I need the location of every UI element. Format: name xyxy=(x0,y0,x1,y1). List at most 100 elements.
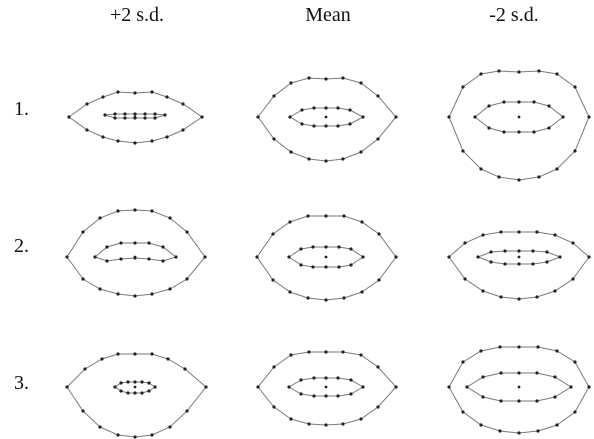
outer-landmark-point xyxy=(181,102,185,106)
inner-landmark-point xyxy=(336,394,340,398)
lip-shape-row1-mean xyxy=(256,76,398,163)
inner-landmark-point xyxy=(532,130,536,134)
outer-landmark-point xyxy=(324,214,328,218)
inner-landmark-point xyxy=(465,385,469,389)
inner-landmark-point xyxy=(487,104,491,108)
outer-landmark-point xyxy=(98,287,102,291)
outer-landmark-point xyxy=(81,277,85,281)
outer-landmark-point xyxy=(376,365,380,369)
outer-landmark-point xyxy=(377,278,381,282)
outer-landmark-point xyxy=(116,90,120,94)
lip-shape-row2-plus2sd xyxy=(65,208,207,298)
inner-landmark-point xyxy=(532,100,536,104)
inner-landmark-point xyxy=(299,263,303,267)
outer-landmark-point xyxy=(573,360,577,364)
inner-landmark-point xyxy=(113,112,117,116)
outer-landmark-point xyxy=(272,137,276,141)
inner-landmark-point xyxy=(119,257,123,261)
outer-landmark-point xyxy=(272,94,276,98)
outer-landmark-point xyxy=(461,149,465,153)
outer-landmark-point xyxy=(479,167,483,171)
column-label-mean: Mean xyxy=(305,4,351,26)
inner-landmark-point xyxy=(312,376,316,380)
outer-landmark-point xyxy=(289,150,293,154)
inner-landmark-point xyxy=(558,255,562,259)
inner-landmark-point xyxy=(517,262,521,266)
outer-landmark-point xyxy=(359,81,363,85)
outer-landmark-point xyxy=(183,367,187,371)
inner-landmark-point xyxy=(349,263,353,267)
outer-landmark-point xyxy=(116,139,120,143)
inner-landmark-point xyxy=(312,106,316,110)
outer-landmark-point xyxy=(288,290,292,294)
outer-landmark-point xyxy=(517,297,521,301)
inner-landmark-point xyxy=(287,385,291,389)
inner-landmark-point xyxy=(153,116,157,120)
inner-landmark-point xyxy=(361,255,365,259)
outer-landmark-point xyxy=(463,241,467,245)
lip-shape-row3-plus2sd xyxy=(65,352,208,439)
outer-landmark-point xyxy=(116,352,120,356)
outer-landmark-point xyxy=(341,422,345,426)
outer-landmark-point xyxy=(101,95,105,99)
outer-landmark-point xyxy=(67,115,71,119)
outer-landmark-point xyxy=(101,135,105,139)
inner-landmark-point xyxy=(336,124,340,128)
outer-landmark-point xyxy=(168,287,172,291)
outer-landmark-point xyxy=(571,277,575,281)
outer-landmark-point xyxy=(133,435,137,439)
outer-landmark-point xyxy=(185,409,189,413)
outer-landmark-point xyxy=(150,352,154,356)
outer-landmark-point xyxy=(133,294,137,298)
outer-landmark-point xyxy=(573,149,577,153)
inner-landmark-point xyxy=(489,250,493,254)
inner-landmark-point xyxy=(288,115,292,119)
inner-landmark-point xyxy=(336,106,340,110)
outer-landmark-point xyxy=(185,277,189,281)
outer-landmark-point xyxy=(81,409,85,413)
outer-lip-contour xyxy=(66,353,207,438)
outer-landmark-point xyxy=(517,345,521,349)
outer-landmark-point xyxy=(98,216,102,220)
inner-landmark-point xyxy=(324,106,328,110)
outer-landmark-point xyxy=(100,357,104,361)
inner-landmark-point xyxy=(324,265,328,269)
outer-landmark-point xyxy=(376,405,380,409)
outer-landmark-point xyxy=(288,220,292,224)
mouth-centre-point xyxy=(324,115,328,119)
inner-landmark-point xyxy=(312,394,316,398)
outer-landmark-point xyxy=(255,255,259,259)
outer-landmark-point xyxy=(536,429,540,433)
outer-landmark-point xyxy=(307,157,311,161)
outer-landmark-point xyxy=(517,230,521,234)
outer-landmark-point xyxy=(65,255,69,259)
mouth-centre-point xyxy=(324,385,328,389)
inner-landmark-point xyxy=(324,245,328,249)
inner-landmark-point xyxy=(481,375,485,379)
mouth-centre-point xyxy=(517,255,521,259)
outer-lip-contour xyxy=(66,209,206,297)
outer-lip-contour xyxy=(448,70,590,181)
inner-landmark-point xyxy=(126,380,130,384)
outer-landmark-point xyxy=(150,292,154,296)
inner-landmark-point xyxy=(299,247,303,251)
outer-landmark-point xyxy=(150,209,154,213)
outer-landmark-point xyxy=(133,91,137,95)
inner-landmark-point xyxy=(361,115,365,119)
inner-landmark-point xyxy=(473,115,477,119)
outer-landmark-point xyxy=(324,77,328,81)
outer-landmark-point xyxy=(555,349,559,353)
inner-landmark-point xyxy=(133,380,137,384)
inner-landmark-point xyxy=(499,399,503,403)
inner-landmark-point xyxy=(119,241,123,245)
outer-landmark-point xyxy=(307,422,311,426)
outer-landmark-point xyxy=(324,159,328,163)
mouth-centre-point xyxy=(517,385,521,389)
inner-landmark-point xyxy=(153,385,157,389)
outer-landmark-point xyxy=(461,360,465,364)
outer-landmark-point xyxy=(376,137,380,141)
outer-landmark-point xyxy=(289,353,293,357)
outer-landmark-point xyxy=(85,102,89,106)
inner-landmark-point xyxy=(348,108,352,112)
